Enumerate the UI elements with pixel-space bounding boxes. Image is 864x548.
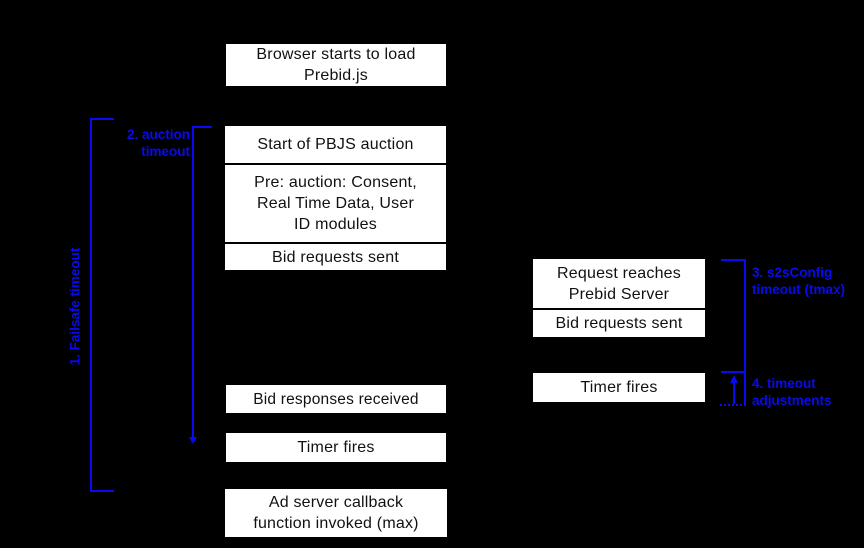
s2s-config-timeout-label: 3. s2sConfig timeout (tmax) bbox=[752, 265, 846, 297]
box-browser-loads-prebid: Browser starts to load Prebid.js bbox=[226, 44, 446, 86]
auction-phase-stack: Start of PBJS auction Pre: auction: Cons… bbox=[225, 126, 446, 270]
timeout-adjustments-label: 4. timeout adjustments bbox=[752, 376, 832, 408]
box-timer-fires-server: Timer fires bbox=[533, 373, 705, 402]
box-bid-requests-sent-server: Bid requests sent bbox=[533, 308, 705, 337]
auction-bracket-arrow-down-icon bbox=[189, 437, 197, 444]
failsafe-timeout-label: 1. Failsafe timeout bbox=[67, 247, 83, 366]
box-request-reaches-server: Request reaches Prebid Server bbox=[557, 264, 681, 303]
s2s-bracket-line bbox=[744, 259, 746, 406]
box-bid-requests-sent-client: Bid requests sent bbox=[225, 242, 446, 270]
failsafe-bracket-tick-bottom bbox=[90, 490, 114, 492]
failsafe-bracket-tick-top bbox=[90, 118, 114, 120]
s2s-bracket-tick-top bbox=[721, 259, 746, 261]
s2s-bracket-tick-middle bbox=[721, 371, 746, 373]
box-ad-server-callback: Ad server callback function invoked (max… bbox=[225, 489, 447, 537]
failsafe-bracket-line bbox=[90, 118, 92, 492]
auction-timeout-label: 2. auction timeout bbox=[126, 127, 190, 159]
box-timer-fires-client: Timer fires bbox=[226, 433, 446, 462]
auction-bracket-line bbox=[192, 126, 194, 438]
box-bid-responses-received: Bid responses received bbox=[226, 385, 446, 413]
server-phase-stack: Request reaches Prebid Server Bid reques… bbox=[533, 259, 705, 337]
box-pre-auction-modules: Pre: auction: Consent, Real Time Data, U… bbox=[225, 163, 446, 242]
adjustment-dotted-baseline bbox=[720, 404, 746, 406]
auction-bracket-tick-top bbox=[192, 126, 212, 128]
adjustment-arrow-shaft bbox=[733, 382, 735, 404]
box-start-of-auction: Start of PBJS auction bbox=[257, 136, 414, 153]
adjustment-arrow-up-icon bbox=[730, 375, 738, 383]
